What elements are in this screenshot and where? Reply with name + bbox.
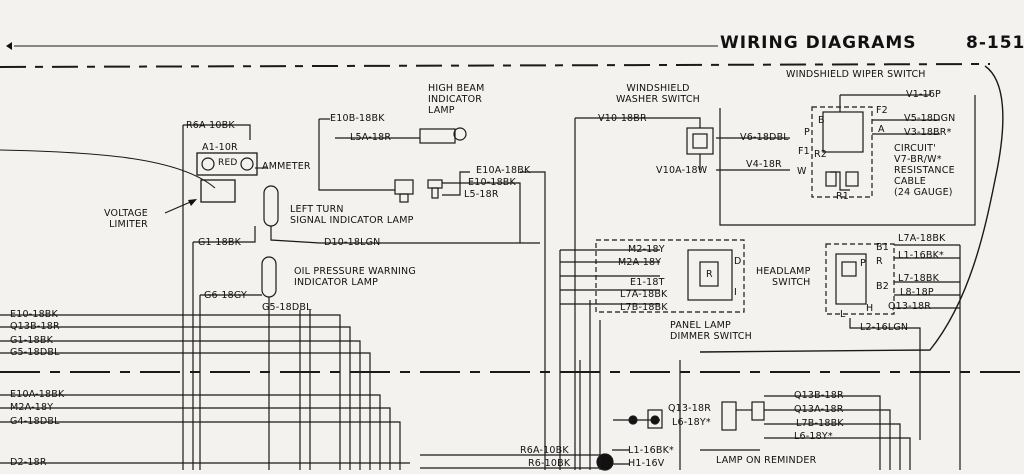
wire-l7b-18bk: L7B-18BK (796, 418, 844, 429)
wire-v10a-18w: V10A-18W (656, 165, 708, 176)
bus-label: G1-18BK (10, 335, 54, 346)
wire-v6-18dbl: V6-18DBL (740, 132, 789, 143)
voltage-limiter-label: VOLTAGE LIMITER (104, 208, 148, 230)
washer-switch-label: WINDSHIELD WASHER SWITCH (616, 83, 701, 105)
wire-q13-18r-headlamp: Q13-18R (888, 301, 932, 312)
wire-l6-18y: L6-18Y* (672, 417, 711, 428)
pin-label: L (840, 309, 846, 320)
wire-d10-18lgn: D10-18LGN (324, 237, 381, 248)
lamp-on-reminder-label: LAMP ON REMINDER (716, 455, 817, 466)
panel-dimmer-label: PANEL LAMP DIMMER SWITCH (670, 320, 752, 342)
headlamp-switch-box (825, 243, 895, 315)
pin-label: P (804, 127, 810, 138)
wire-l5-18r: L5-18R (464, 189, 499, 200)
wire-l7-18bk: L7-18BK (898, 273, 940, 284)
wire-r6a-10bk-lower: R6A-10BK (520, 445, 569, 456)
wire-l1-16bk-lower: L1-16BK* (628, 445, 674, 456)
pin-label: R1 (836, 191, 850, 202)
pin-label: B1 (876, 242, 889, 253)
oil-lamp-symbol (261, 256, 277, 298)
page-number: 8-151 (966, 33, 1024, 53)
wire-v10-18br: V10-18BR (598, 113, 647, 124)
wire-m2a-18y: M2A-18Y (618, 257, 662, 268)
headlamp-switch-label: HEADLAMP SWITCH (756, 266, 811, 288)
wire-v3-18br: V3-18BR* (904, 127, 952, 138)
wire-l6-18y-b: L6-18Y* (794, 431, 833, 442)
wire-g1-18bk: G1-18BK (198, 237, 242, 248)
pin-label: B (818, 115, 825, 126)
wire-m2-18y: M2-18Y (628, 244, 665, 255)
wire-v5-18dgn: V5-18DGN (904, 113, 956, 124)
ammeter-red-label: RED (218, 158, 238, 168)
bus-label: G4-18DBL (10, 416, 60, 427)
wire-g5-18dbl: G5-18DBL (262, 302, 312, 313)
left-turn-lamp-symbol (263, 185, 279, 227)
pin-label: R (706, 269, 713, 280)
wire-e1-18t: E1-18T (630, 277, 665, 288)
ammeter-a1-label: A1-10R (202, 142, 238, 153)
wire-l7a-18bk-panel: L7A-18BK (620, 289, 668, 300)
bus-label: M2A-18Y (10, 402, 54, 413)
wiper-switch-label: WINDSHIELD WIPER SWITCH (786, 69, 926, 80)
wire-q13b-18r: Q13B-18R (794, 390, 844, 401)
wire-h1-16v: H1-16V (628, 458, 665, 469)
wire-l2-16lgn: L2-16LGN (860, 322, 909, 333)
wire-l5a-18r: L5A-18R (350, 132, 392, 143)
ammeter-label: AMMETER (262, 161, 311, 172)
pin-label: H (866, 303, 874, 314)
circuit-note: CIRCUIT' V7-BR/W* RESISTANCE CABLE (24 G… (894, 143, 955, 198)
pin-label: I (734, 287, 738, 298)
bus-label: Q13B-18R (10, 321, 60, 332)
wire-l7b-18bk-panel: L7B-18BK (620, 302, 668, 313)
pin-label: W (797, 166, 807, 177)
pin-label: D (734, 256, 742, 267)
wire-q13a-18r: Q13A-18R (794, 404, 844, 415)
bus-label: E10-18BK (10, 309, 58, 320)
wire-e10a-18bk: E10A-18BK (476, 165, 531, 176)
connector-symbol (394, 179, 414, 195)
wire-l8-18p: L8-18P (900, 287, 934, 298)
pin-label: A (878, 124, 885, 135)
page-marker-arrow (6, 42, 12, 50)
wiper-switch-box (811, 106, 873, 198)
left-turn-lamp-label: LEFT TURN SIGNAL INDICATOR LAMP (290, 204, 414, 226)
pin-label: B2 (876, 281, 889, 292)
wire-e10-18bk: E10-18BK (468, 177, 516, 188)
pin-label: R (876, 256, 883, 267)
bus-label: D2-18R (10, 457, 47, 468)
wire-r6a-10bk: R6A-10BK (186, 120, 235, 131)
wire-q13-18r: Q13-18R (668, 403, 712, 414)
bus-label: E10A-18BK (10, 389, 65, 400)
wire-g6-18gy: G6-18GY (204, 290, 248, 301)
wire-v1-16p: V1-16P (906, 89, 941, 100)
pin-label: F1 (798, 146, 810, 157)
pin-label: R2 (814, 149, 828, 160)
voltage-limiter-box (200, 179, 236, 203)
pin-label: F2 (876, 105, 888, 116)
wire-e10b-18bk: E10B-18BK (330, 113, 385, 124)
high-beam-lamp-label: HIGH BEAM INDICATOR LAMP (428, 83, 485, 116)
wire-l1-16bk: L1-16BK* (898, 250, 944, 261)
wire-v4-18r: V4-18R (746, 159, 782, 170)
bus-label: G5-18DBL (10, 347, 60, 358)
pin-label: P (860, 258, 866, 269)
page-title: WIRING DIAGRAMS (720, 33, 917, 53)
oil-pressure-lamp-label: OIL PRESSURE WARNING INDICATOR LAMP (294, 266, 416, 288)
wire-l7a-18bk-headlamp: L7A-18BK (898, 233, 946, 244)
wire-r6-10bk: R6-10BK (528, 458, 571, 469)
